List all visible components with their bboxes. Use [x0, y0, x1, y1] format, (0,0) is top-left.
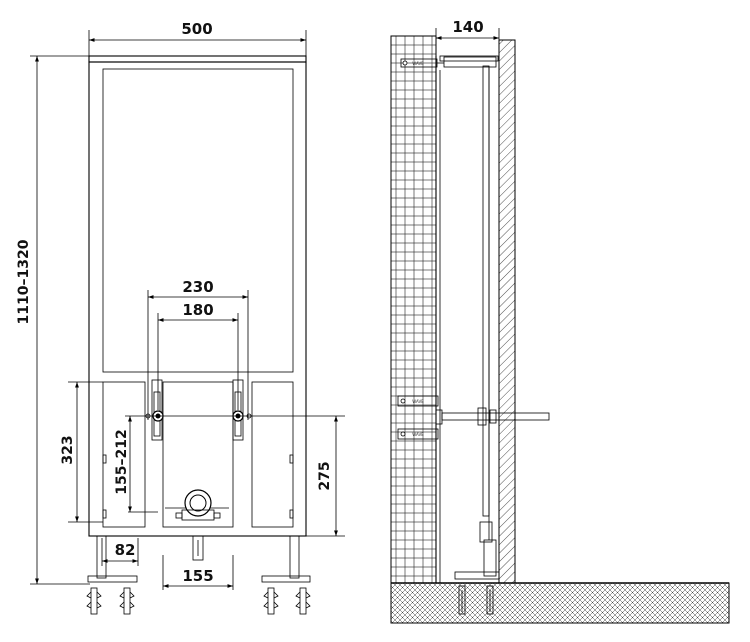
adjust-range-label: 155–212 — [114, 429, 130, 494]
adjust-range-dimension: 155–212 — [114, 416, 158, 513]
frame-left-opening — [102, 381, 146, 528]
left-height-dimension: 323 — [60, 381, 103, 523]
foot-offset-dimension: 82 — [101, 538, 139, 566]
mid-bracket-marking: WAVE — [412, 399, 424, 404]
anchor-bolts — [86, 587, 311, 615]
depth-dimension: 140 — [435, 18, 500, 58]
left-height-label: 323 — [60, 435, 76, 464]
front-view: 500 1110–1320 — [16, 20, 345, 615]
right-height-label: 275 — [317, 461, 333, 490]
height-label: 1110–1320 — [16, 239, 32, 324]
outer-spacing-label: 230 — [182, 278, 213, 296]
foot-offset-label: 82 — [115, 541, 136, 559]
side-view: 140 WAVE WAVE WAVE — [390, 18, 730, 624]
inner-spacing-label: 180 — [182, 301, 213, 319]
drain-connector — [165, 489, 229, 561]
floor — [390, 582, 730, 624]
outer-spacing-dimension: 230 — [147, 278, 249, 420]
frame-legs — [87, 535, 311, 583]
lower-bracket-marking: WAVE — [412, 432, 424, 437]
mid-wall-bracket: WAVE WAVE — [397, 395, 443, 440]
frame-center-opening — [162, 381, 234, 528]
rear-wall — [498, 39, 516, 584]
top-wall-bracket: WAVE — [400, 56, 497, 68]
side-feet — [454, 521, 500, 615]
frame-top-rail — [88, 55, 307, 63]
top-bracket-marking: WAVE — [412, 61, 424, 66]
width-dimension: 500 — [88, 20, 307, 57]
center-spacing-dimension: 155 — [162, 555, 234, 590]
width-label: 500 — [181, 20, 212, 38]
frame-upper-window — [102, 68, 294, 373]
right-height-dimension: 275 — [306, 416, 345, 537]
center-spacing-label: 155 — [182, 567, 213, 585]
frame-right-opening — [251, 381, 294, 528]
height-dimension: 1110–1320 — [16, 55, 90, 585]
inner-spacing-dimension: 180 — [157, 301, 239, 410]
tiled-wall — [390, 35, 437, 584]
depth-label: 140 — [452, 18, 483, 36]
supply-pipe-side — [441, 407, 550, 426]
supply-rail-left — [151, 379, 163, 441]
frame-side-profile — [435, 55, 499, 583]
